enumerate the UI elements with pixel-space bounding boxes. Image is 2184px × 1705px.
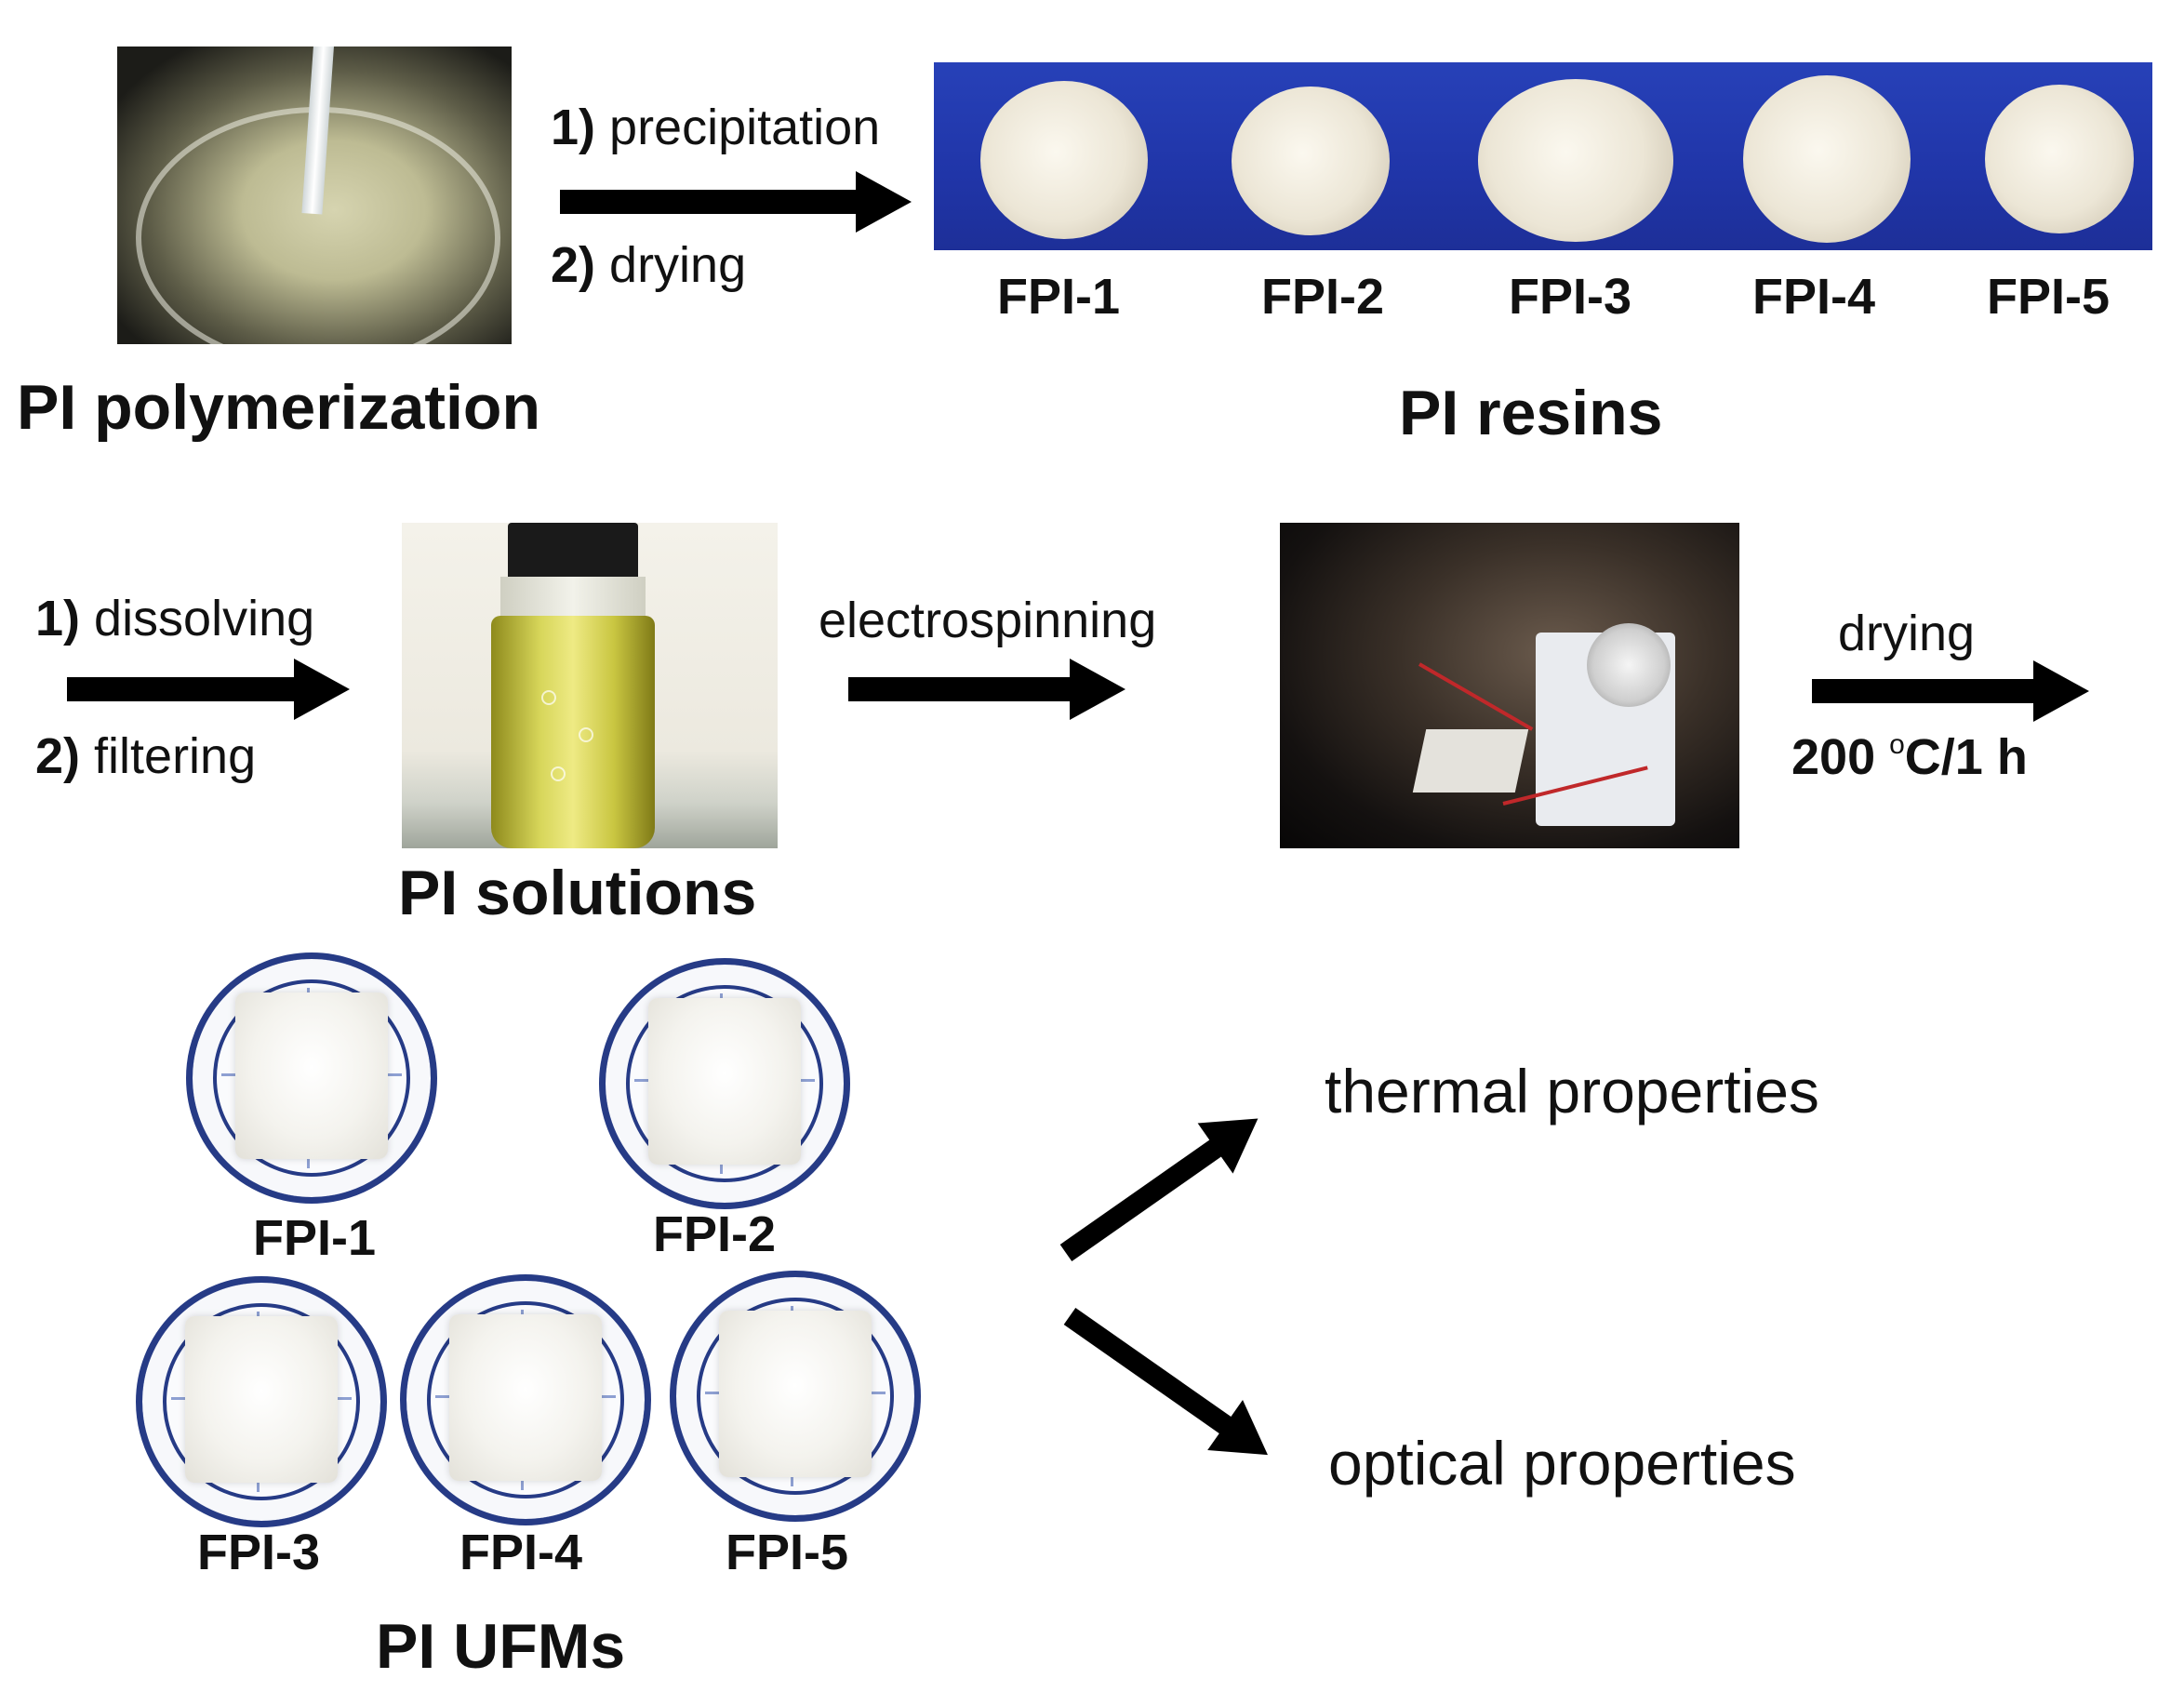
vial-neck: [500, 577, 646, 619]
arrow-to-resins: [560, 171, 912, 233]
arrow-to-thermal: [1059, 1138, 1225, 1262]
spinneret-plate: [1412, 729, 1529, 793]
step-number: 1): [35, 591, 81, 646]
ufm-sample-label: FPI-4: [459, 1525, 583, 1580]
ufm-seal-1: [186, 952, 437, 1204]
ufm-sample-label: FPI-3: [197, 1525, 321, 1580]
bubble: [579, 727, 593, 742]
ufm-label: PI UFMs: [376, 1611, 626, 1682]
ufm-seal-3: [136, 1276, 387, 1527]
resin-sample-label: FPI-3: [1509, 269, 1632, 325]
resin-tuft-5: [1985, 85, 2134, 233]
ufm-membrane: [235, 992, 388, 1160]
resin-sample-label: FPI-4: [1752, 269, 1876, 325]
drying-temperature: 200: [1791, 729, 1890, 785]
step-drying: 2) drying: [551, 240, 746, 290]
step-text: drying: [609, 237, 747, 293]
solution-vial-photo: [402, 523, 778, 848]
ufm-sample-label: FPI-5: [726, 1525, 849, 1580]
step-number: 2): [551, 237, 596, 293]
step-number: 1): [551, 100, 596, 155]
resin-sample-label: FPI-2: [1261, 269, 1385, 325]
electrospinning-label: electrospinning: [819, 593, 1157, 648]
drying-time: C/1 h: [1904, 729, 2028, 785]
solutions-label: PI solutions: [398, 858, 757, 928]
step-number: 2): [35, 728, 81, 784]
thermal-properties-label: thermal properties: [1325, 1057, 1819, 1126]
resin-tuft-3: [1478, 79, 1673, 242]
resins-photo: [934, 62, 2152, 250]
polymerization-photo: [117, 47, 512, 344]
drying-condition: 200 oC/1 h: [1791, 729, 2028, 785]
voltage-wire: [1418, 662, 1534, 731]
ufm-membrane: [185, 1315, 338, 1484]
step-dissolving: 1) dissolving: [35, 593, 314, 644]
arrow-to-ufms: [1812, 660, 2089, 722]
vial-solution: [491, 616, 655, 848]
ufm-seal-5: [670, 1271, 921, 1522]
ufm-seal-2: [599, 958, 850, 1209]
optical-properties-label: optical properties: [1328, 1429, 1796, 1498]
resin-tuft-1: [980, 81, 1148, 239]
ufm-sample-label: FPI-2: [653, 1206, 777, 1262]
resins-label: PI resins: [1399, 378, 1663, 448]
arrow-to-electrospinning: [848, 659, 1125, 720]
step-filtering: 2) filtering: [35, 731, 256, 781]
bubble: [541, 690, 556, 705]
step-text: precipitation: [609, 100, 881, 155]
step-precipitation: 1) precipitation: [551, 102, 880, 153]
arrow-to-solutions: [67, 659, 350, 720]
ufm-membrane: [719, 1310, 872, 1478]
resin-sample-label: FPI-1: [997, 269, 1121, 325]
polymerization-label: PI polymerization: [17, 372, 540, 443]
vial-cap: [508, 523, 638, 580]
bubble: [551, 766, 566, 781]
arrow-to-optical: [1063, 1307, 1234, 1436]
degree-sign: o: [1889, 729, 1905, 760]
ufm-seal-4: [400, 1274, 651, 1525]
ufm-membrane: [449, 1313, 602, 1482]
drying-label: drying: [1838, 606, 1976, 661]
collector-drum: [1587, 623, 1671, 707]
electrospinning-photo: [1280, 523, 1739, 848]
step-text: filtering: [94, 728, 257, 784]
resin-sample-label: FPI-5: [1987, 269, 2111, 325]
ufm-membrane: [648, 997, 801, 1166]
ufm-sample-label: FPI-1: [253, 1210, 377, 1266]
resin-tuft-4: [1743, 75, 1911, 243]
step-text: dissolving: [94, 591, 315, 646]
resin-tuft-2: [1232, 87, 1390, 235]
